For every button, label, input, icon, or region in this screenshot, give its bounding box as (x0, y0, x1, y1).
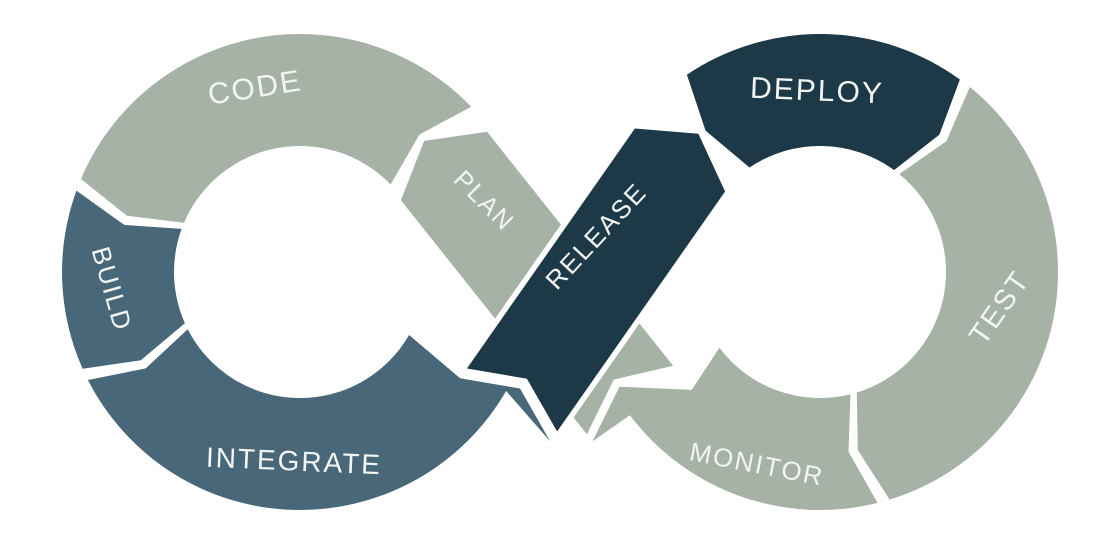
segment-release (461, 123, 731, 437)
segment-build (56, 185, 191, 375)
segment-shapes (56, 28, 1064, 516)
segment-test (851, 81, 1064, 506)
segment-label-integrate: INTEGRATE (205, 442, 382, 481)
segment-integrate (82, 323, 556, 516)
segment-monitor (587, 342, 884, 516)
segment-label-deploy: DEPLOY (749, 72, 884, 111)
segment-code (75, 28, 477, 229)
segment-deploy (681, 28, 966, 176)
